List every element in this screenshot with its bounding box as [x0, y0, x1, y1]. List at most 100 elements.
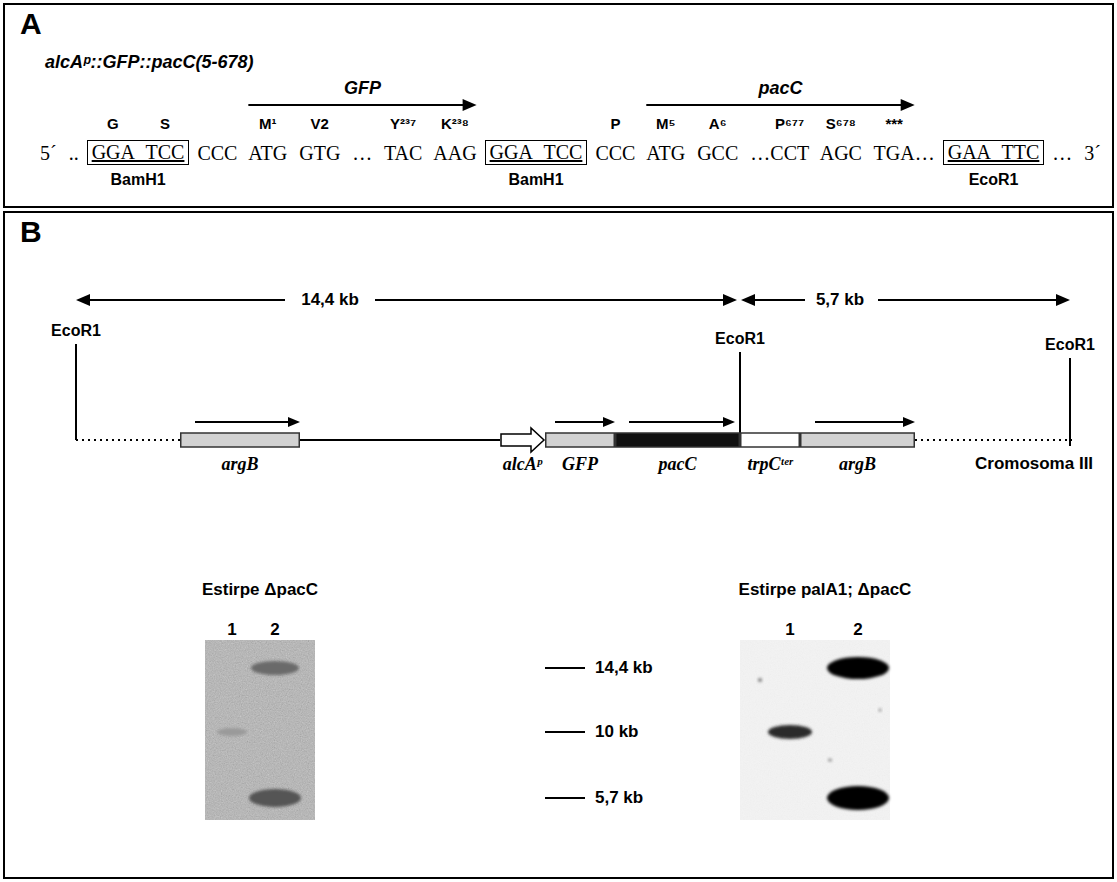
- arrow-head: [603, 417, 615, 427]
- arrow-head: [741, 294, 755, 306]
- amino-acid: A⁶: [709, 115, 727, 132]
- blot-grain: [205, 640, 315, 820]
- amino-acid: ***: [885, 115, 903, 132]
- lane-number: 1: [785, 620, 794, 640]
- amino-acid: P: [610, 115, 620, 132]
- gene-box: argB: [800, 414, 915, 480]
- dotted-line: [915, 439, 1072, 441]
- sequence-text: GAA TTC: [948, 141, 1040, 164]
- panel-frame: BargBalcAᵖGFPpacCtrpCᵗᵉʳargBEstirpe Δpac…: [3, 211, 1114, 879]
- gene-label: argB: [221, 454, 258, 475]
- southern-blot: [740, 640, 890, 820]
- amino-acid: Y²³⁷: [390, 115, 416, 132]
- size-tick: [545, 797, 585, 799]
- direction-arrow: [195, 421, 290, 423]
- amino-acid: K²³⁸: [441, 115, 469, 132]
- gene-drawing: [545, 414, 615, 454]
- direction-arrow: [555, 421, 605, 423]
- gene-rect: [801, 433, 915, 447]
- direction-arrow: [629, 421, 725, 423]
- restriction-site-label: BamH1: [508, 171, 563, 189]
- amino-acid: S⁶⁷⁸: [826, 115, 856, 132]
- dotted-line: [76, 439, 180, 441]
- restriction-site-box: GGA TCC: [87, 140, 190, 165]
- gene-drawing: [180, 414, 300, 454]
- sequence-text: GGA TCC: [490, 141, 583, 164]
- construct-name: alcAᵖ::GFP::pacC(5-678): [45, 52, 254, 73]
- hybridisation-band: [217, 728, 247, 736]
- hybridisation-band: [758, 678, 762, 682]
- plasmid-line: [300, 439, 500, 441]
- gene-label: alcAᵖ: [503, 454, 542, 475]
- gene-rect: [546, 433, 615, 447]
- gene-drawing: [800, 414, 915, 454]
- amino-acid: M⁵: [656, 115, 676, 132]
- restriction-sites: [76, 344, 1070, 446]
- sequence-text: CCC ATG GTG … TAC AAG: [197, 142, 476, 165]
- blot-grain: [740, 640, 890, 820]
- strain-title: Estirpe palA1; ΔpacC: [695, 580, 955, 600]
- reading-frame-arrows: [248, 99, 914, 111]
- arrow-head: [723, 417, 735, 427]
- hybridisation-band: [768, 725, 812, 739]
- hybridisation-band: [827, 786, 889, 810]
- hybridisation-band: [249, 789, 301, 807]
- direction-arrow: [815, 421, 905, 423]
- frame-arrow-line: [248, 104, 464, 106]
- size-ticks: [545, 668, 585, 798]
- dimension-line: [90, 299, 285, 301]
- cut-site-line: [739, 352, 741, 446]
- blot-ground: [205, 640, 315, 820]
- arrow-head: [463, 99, 477, 111]
- size-arrows: [90, 299, 1056, 301]
- promoter-arrow: alcAᵖ: [500, 414, 545, 480]
- gene-label: argB: [839, 454, 876, 475]
- sequence-text: 5´ ..: [40, 142, 79, 165]
- size-marker: 10 kb: [595, 722, 638, 742]
- amino-acid: V2: [311, 115, 329, 132]
- hybridisation-band: [828, 759, 832, 762]
- size-tick: [545, 667, 585, 669]
- arrow-head: [901, 99, 915, 111]
- chromosome-label: Cromosoma III: [975, 454, 1093, 474]
- southern-blot: [205, 640, 315, 820]
- arrow-head: [903, 417, 915, 427]
- amino-acid: G: [107, 115, 119, 132]
- gene-rect: [741, 433, 800, 447]
- gene-drawing: [740, 414, 800, 454]
- dimension-line: [755, 299, 805, 301]
- gene-label: pacC: [659, 454, 697, 475]
- dimension-line: [375, 299, 723, 301]
- sequence-text: GGA TCC: [92, 141, 185, 164]
- amino-acid: M¹: [259, 115, 277, 132]
- arrow-heads: [76, 294, 1070, 306]
- gene-drawing: [500, 414, 545, 454]
- gene-box: pacC: [615, 414, 740, 480]
- arrow-head: [76, 294, 90, 306]
- restriction-site-label: EcoR1: [51, 322, 101, 340]
- arrow-head: [288, 417, 300, 427]
- gene-box: GFP: [545, 414, 615, 480]
- size-label: 5,7 kb: [816, 290, 864, 310]
- amino-acid: P⁶⁷⁷: [775, 115, 804, 132]
- sequence-text: … 3´: [1052, 142, 1101, 165]
- dimension-line: [878, 299, 1056, 301]
- gene-label: trpCᵗᵉʳ: [747, 454, 792, 475]
- gene-label: GFP: [562, 454, 598, 475]
- restriction-site-label: EcoR1: [1045, 336, 1095, 354]
- lane-number: 1: [227, 620, 236, 640]
- cut-site-line: [75, 344, 77, 440]
- strain-title: Estirpe ΔpacC: [160, 580, 360, 600]
- blot-group: Estirpe palA1; ΔpacC12: [695, 580, 955, 820]
- arrow-head: [1056, 294, 1070, 306]
- lane-number: 2: [270, 620, 279, 640]
- sequence-text: CCC ATG GCC …CCT AGC TGA…: [595, 142, 934, 165]
- gene-rect: [181, 433, 300, 447]
- panel-letter: A: [20, 7, 42, 42]
- gene-rect: [616, 433, 740, 447]
- size-label: 14,4 kb: [301, 290, 359, 310]
- restriction-site-label: EcoR1: [715, 330, 765, 348]
- amino-acid: S: [160, 115, 170, 132]
- arrow-head: [723, 294, 737, 306]
- hybridisation-band: [827, 657, 889, 679]
